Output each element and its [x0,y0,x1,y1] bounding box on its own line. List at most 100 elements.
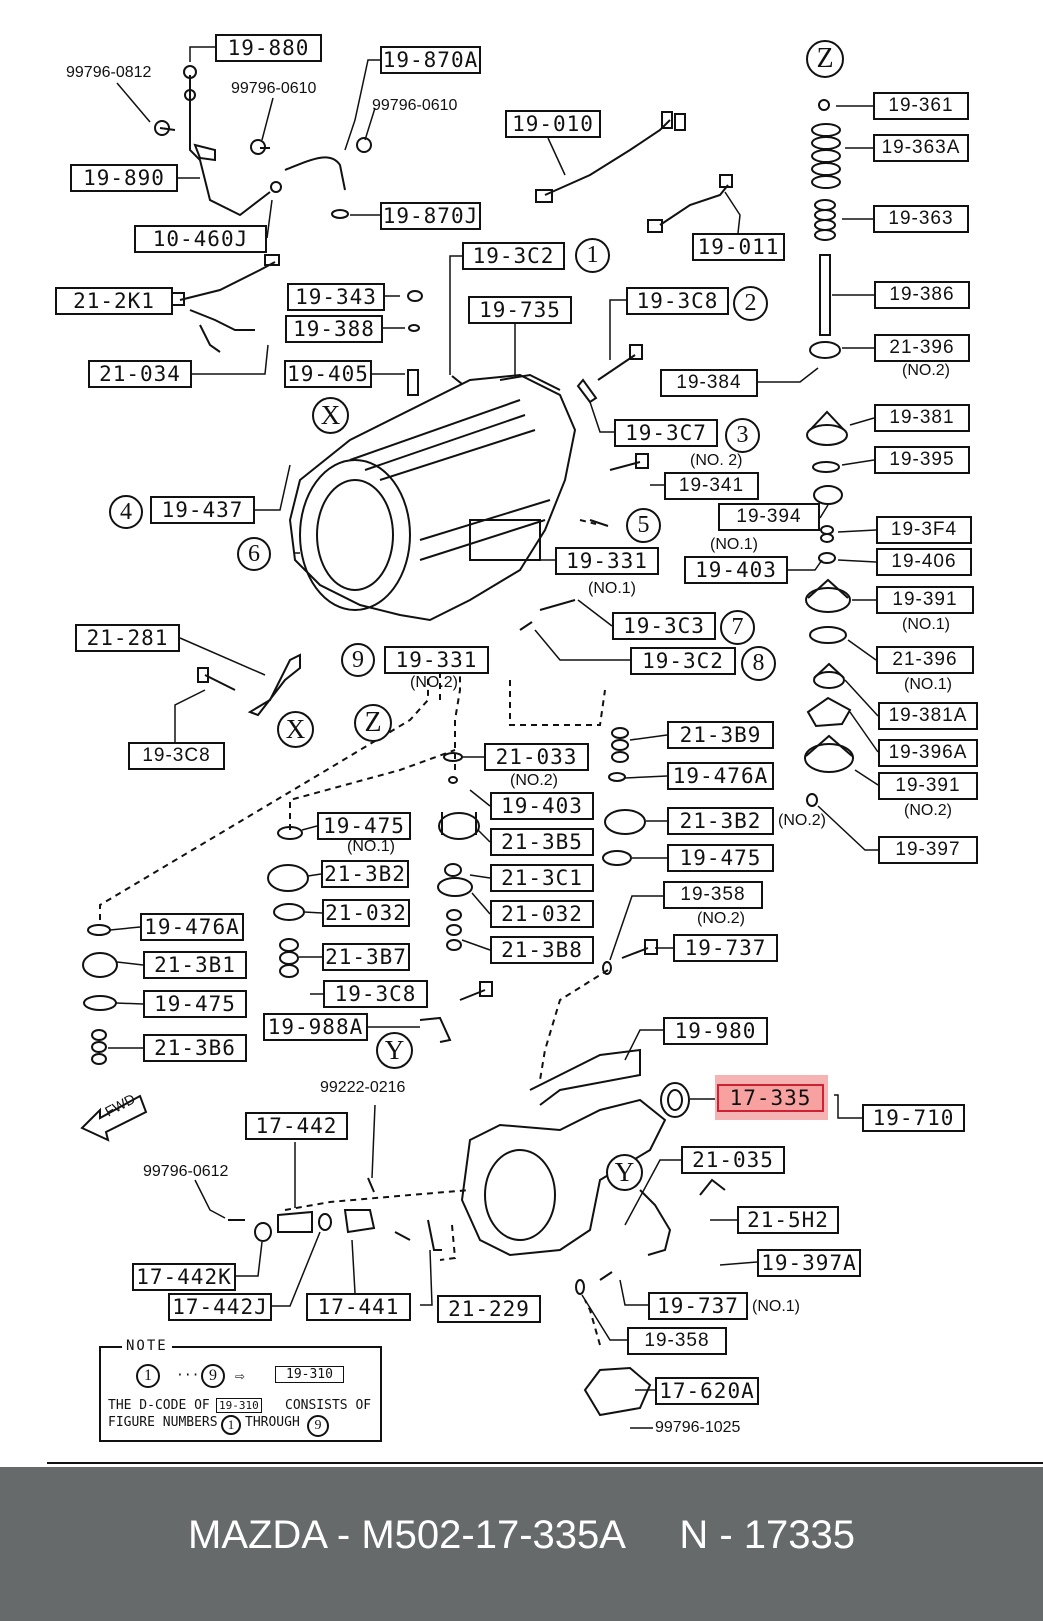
label-17-441[interactable]: 17-441 [306,1293,411,1321]
label-21-3B1[interactable]: 21-3B1 [143,951,247,979]
label-19-405[interactable]: 19-405 [284,360,372,388]
label-19-870A[interactable]: 19-870A [380,46,481,74]
label-19-3C3[interactable]: 19-3C3 [612,612,716,640]
label-21-3B6[interactable]: 21-3B6 [143,1034,247,1062]
label-19-890[interactable]: 19-890 [70,164,178,192]
label-21-3C1[interactable]: 21-3C1 [490,864,594,892]
label-19-386[interactable]: 19-386 [874,281,970,309]
text-no1-19-331: (NO.1) [588,580,636,597]
label-19-870J[interactable]: 19-870J [380,202,481,230]
label-10-460J[interactable]: 10-460J [134,225,267,253]
label-19-358-lower[interactable]: 19-358 [627,1327,727,1355]
label-21-396-no2[interactable]: 21-396 [874,334,970,362]
label-21-2K1[interactable]: 21-2K1 [55,287,173,315]
label-21-3B9[interactable]: 21-3B9 [667,721,774,749]
accumulator-stack [804,99,854,807]
label-17-335[interactable]: 17-335 [717,1084,824,1112]
label-19-3C2-top[interactable]: 19-3C2 [462,242,565,270]
text-no2-19-331: (NO.2) [410,674,458,691]
label-19-737-lower[interactable]: 19-737 [648,1292,748,1320]
label-19-403-no2[interactable]: 19-403 [490,792,594,820]
callout-9[interactable]: 9 [341,643,375,677]
callout-3[interactable]: 3 [725,418,760,453]
label-21-032-mid[interactable]: 21-032 [490,900,594,928]
label-19-3C8-lower[interactable]: 19-3C8 [323,980,428,1008]
label-19-737-right[interactable]: 19-737 [673,934,778,962]
label-21-229[interactable]: 21-229 [437,1295,541,1323]
label-19-358-no2[interactable]: 19-358 [663,881,763,909]
label-17-620A[interactable]: 17-620A [655,1377,759,1405]
label-19-363A[interactable]: 19-363A [873,134,969,162]
label-19-381[interactable]: 19-381 [874,404,970,432]
label-21-3B8[interactable]: 21-3B8 [490,936,594,964]
label-19-011[interactable]: 19-011 [692,233,785,261]
label-19-437[interactable]: 19-437 [150,496,255,524]
label-19-363[interactable]: 19-363 [873,205,969,233]
label-19-710[interactable]: 19-710 [862,1104,965,1132]
label-17-442K[interactable]: 17-442K [132,1263,236,1291]
label-19-3C8-top[interactable]: 19-3C8 [626,287,729,315]
label-17-442[interactable]: 17-442 [245,1112,348,1140]
label-19-391-no1[interactable]: 19-391 [876,586,974,614]
label-21-035[interactable]: 21-035 [681,1146,785,1174]
callout-y-left[interactable]: Y [376,1032,413,1069]
label-21-033[interactable]: 21-033 [484,743,589,771]
fwd-arrow-icon [80,1094,148,1142]
label-19-3C7[interactable]: 19-3C7 [614,419,718,447]
label-21-5H2[interactable]: 21-5H2 [737,1206,839,1234]
label-19-341[interactable]: 19-341 [664,472,759,500]
label-21-3B2-left[interactable]: 21-3B2 [321,860,409,888]
label-21-281[interactable]: 21-281 [75,624,180,652]
callout-x-bracket[interactable]: X [277,711,314,748]
label-19-395[interactable]: 19-395 [874,446,970,474]
callout-y-right[interactable]: Y [606,1154,643,1191]
label-19-010[interactable]: 19-010 [505,110,601,138]
label-19-475-right[interactable]: 19-475 [667,844,774,872]
callout-4[interactable]: 4 [109,495,143,529]
callout-5[interactable]: 5 [626,508,661,543]
label-19-476A-left[interactable]: 19-476A [140,913,244,941]
label-19-384[interactable]: 19-384 [660,369,758,397]
label-19-3C8-left[interactable]: 19-3C8 [128,742,225,770]
callout-1[interactable]: 1 [575,238,610,273]
label-19-880[interactable]: 19-880 [215,34,322,62]
label-21-3B2-right[interactable]: 21-3B2 [667,807,774,835]
label-19-735[interactable]: 19-735 [468,296,572,324]
callout-8[interactable]: 8 [741,646,776,681]
label-19-397[interactable]: 19-397 [878,836,978,864]
label-19-397A[interactable]: 19-397A [757,1249,861,1277]
label-19-361[interactable]: 19-361 [873,92,969,120]
label-19-331-no2[interactable]: 19-331 [384,646,489,674]
label-19-988A[interactable]: 19-988A [263,1013,368,1041]
label-21-3B7[interactable]: 21-3B7 [322,943,410,971]
label-21-3B5[interactable]: 21-3B5 [490,828,594,856]
label-19-388[interactable]: 19-388 [285,315,383,343]
label-19-343[interactable]: 19-343 [287,283,385,311]
callout-z-top[interactable]: Z [806,40,844,78]
label-21-032-left[interactable]: 21-032 [322,899,410,927]
callout-x-top[interactable]: X [312,397,349,434]
label-19-394[interactable]: 19-394 [718,503,820,531]
callout-7[interactable]: 7 [720,610,755,645]
label-19-3C2-mid[interactable]: 19-3C2 [630,647,736,675]
text-no2-19-3C7: (NO. 2) [690,452,743,469]
label-19-396A[interactable]: 19-396A [878,739,978,767]
label-17-442J[interactable]: 17-442J [168,1293,272,1321]
label-19-980[interactable]: 19-980 [663,1017,768,1045]
label-19-475-left[interactable]: 19-475 [143,990,247,1018]
note-dots: ··· [176,1368,200,1383]
label-21-396-no1[interactable]: 21-396 [876,646,974,674]
label-19-331-no1[interactable]: 19-331 [555,547,659,575]
label-19-391-no2[interactable]: 19-391 [878,772,978,800]
callout-z-mid[interactable]: Z [354,704,392,742]
label-19-475-no1[interactable]: 19-475 [317,812,411,840]
label-19-381A[interactable]: 19-381A [878,702,978,730]
label-19-476A-right[interactable]: 19-476A [667,762,774,790]
label-19-403-no1[interactable]: 19-403 [684,556,788,584]
label-19-3F4[interactable]: 19-3F4 [876,516,972,544]
callout-2[interactable]: 2 [733,286,768,321]
label-21-034[interactable]: 21-034 [88,360,192,388]
callout-6[interactable]: 6 [237,537,271,571]
label-19-406[interactable]: 19-406 [876,548,972,576]
dashed-routing [99,519,609,1346]
